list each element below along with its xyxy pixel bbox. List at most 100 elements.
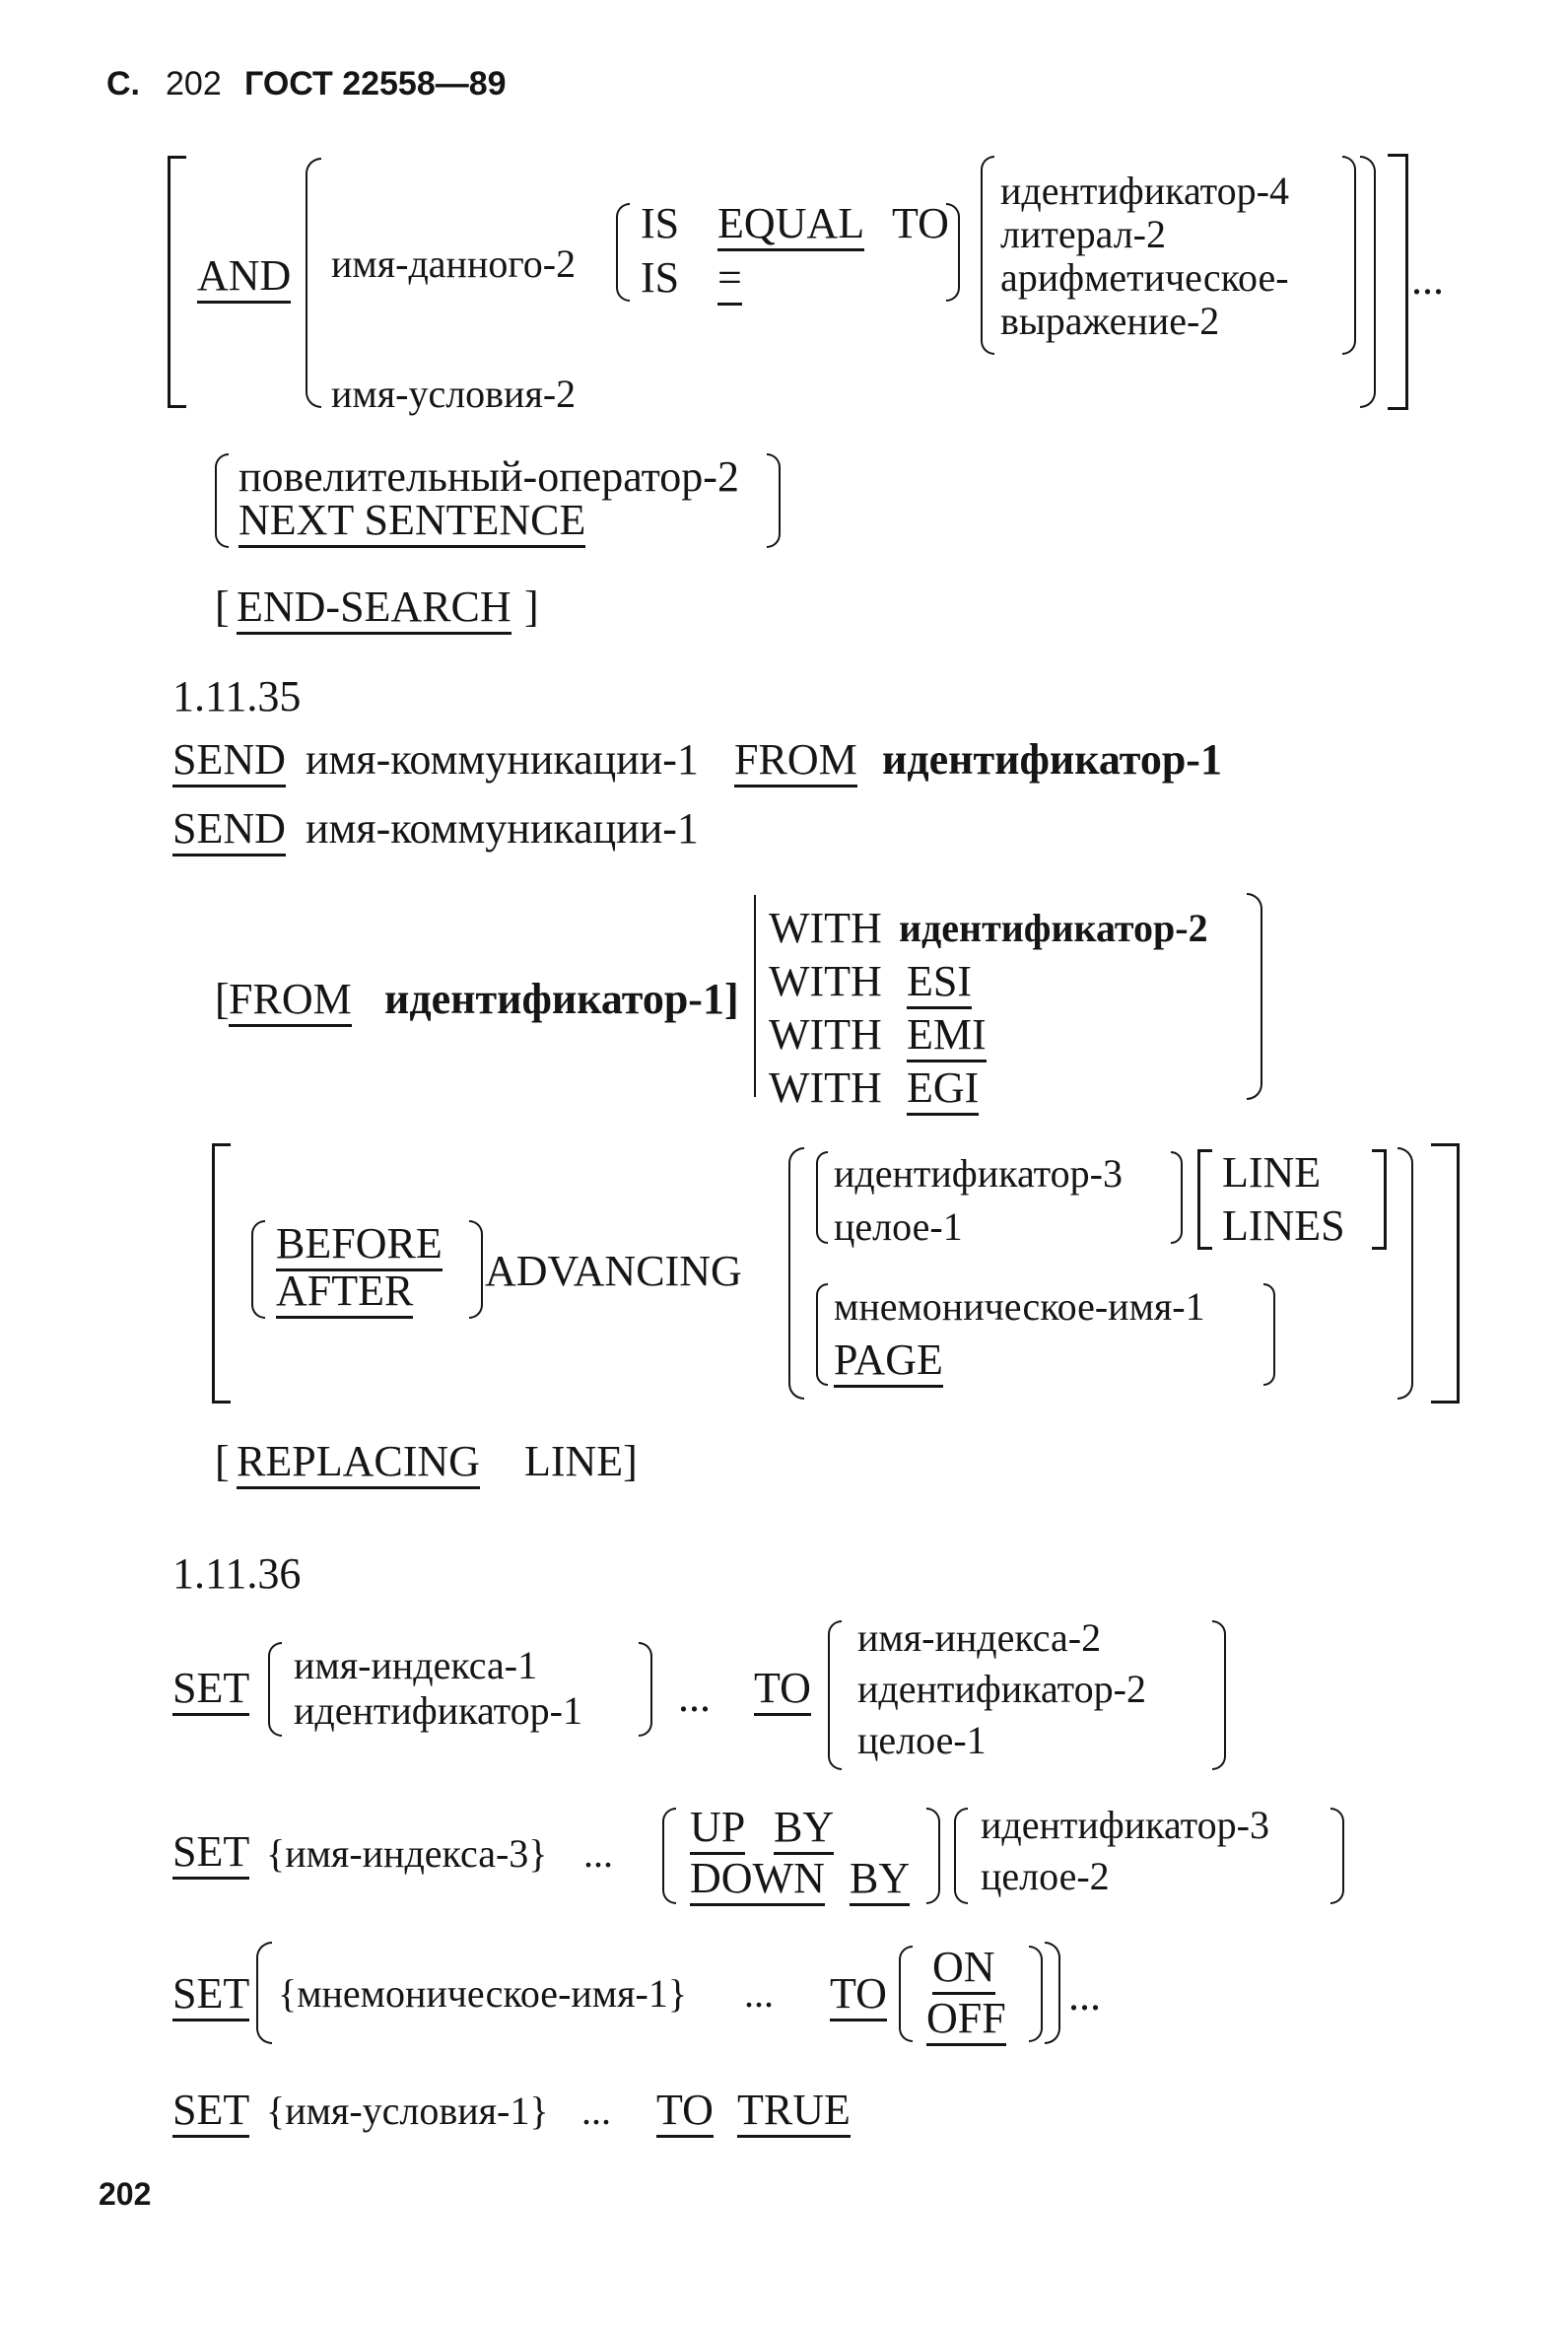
by-keyword-2: BY: [850, 1857, 911, 1906]
set-keyword-1: SET: [172, 1667, 250, 1716]
with-argument: идентификатор-2: [899, 906, 1208, 950]
integer-2: целое-2: [981, 1854, 1110, 1898]
set1-right-open-brace: [828, 1620, 842, 1770]
is-keyword: IS: [641, 199, 680, 247]
mnemonic-name-1: мнемоническое-имя-1: [834, 1284, 1205, 1329]
mnemonic-open-brace: [816, 1283, 828, 1386]
condition-name-2: имя-условия-2: [331, 372, 577, 416]
operand-close-brace: [1342, 156, 1356, 355]
set2-ellipsis: ...: [583, 1831, 613, 1876]
advancing-keyword: ADVANCING: [485, 1247, 742, 1295]
and-clause-open-bracket: [168, 156, 186, 408]
send-keyword: SEND: [172, 738, 286, 788]
replacing-keyword: REPLACING: [237, 1440, 480, 1489]
by-keyword: BY: [774, 1806, 835, 1855]
set1-integer-1: целое-1: [857, 1718, 987, 1762]
with-keyword: WITH: [769, 1010, 882, 1059]
integer-1: целое-1: [834, 1204, 963, 1249]
index-name-3: {имя-индекса-3}: [266, 1831, 548, 1876]
on-off-open-brace: [899, 1946, 913, 2042]
with-argument: EMI: [907, 1013, 987, 1062]
and-clause-open-brace: [306, 158, 321, 408]
on-keyword: ON: [932, 1946, 995, 1995]
identifier-1: идентификатор-1: [882, 735, 1222, 784]
operand-option-3: арифметическое-: [1000, 255, 1289, 300]
set1-ellipsis: ...: [678, 1673, 711, 1721]
communication-name-1: имя-коммуникации-1: [306, 735, 699, 784]
set3-close-brace: [1045, 1942, 1060, 2044]
from-keyword-2: FROM: [229, 978, 352, 1027]
replacing-line-keyword: LINE]: [524, 1437, 638, 1485]
with-group-close-brace: [1247, 893, 1262, 1100]
after-keyword: AFTER: [276, 1269, 414, 1319]
set1-to-keyword: TO: [754, 1667, 811, 1716]
operand-open-brace: [981, 156, 994, 355]
set-keyword-3: SET: [172, 1972, 250, 2021]
up-down-close-brace: [926, 1808, 940, 1904]
off-keyword: OFF: [926, 1997, 1006, 2046]
line-lines-open-bracket: [1197, 1149, 1212, 1250]
up-down-open-brace: [662, 1808, 676, 1904]
advancing-close-bracket: [1431, 1143, 1460, 1404]
before-after-close-brace: [469, 1220, 483, 1319]
set1-identifier-2: идентификатор-2: [857, 1667, 1146, 1711]
set4-ellipsis: ...: [581, 2089, 611, 2133]
with-group-left-line: [754, 895, 756, 1097]
replacing-open-bracket: [: [215, 1437, 230, 1485]
advancing-open-bracket: [212, 1143, 231, 1404]
header-prefix: С.: [106, 65, 140, 103]
relation-close-brace: [946, 203, 960, 302]
header-page: 202: [166, 65, 222, 103]
before-keyword: BEFORE: [276, 1222, 443, 1271]
page-keyword: PAGE: [834, 1338, 943, 1388]
section-number-1-11-36: 1.11.36: [172, 1549, 302, 1598]
and-clause-close-brace: [1360, 156, 1376, 408]
end-search-close-bracket: ]: [524, 582, 539, 631]
line-lines-close-bracket: [1372, 1149, 1387, 1250]
with-argument: EGI: [907, 1066, 980, 1116]
end-search-open-bracket: [: [215, 582, 230, 631]
section-number-1-11-35: 1.11.35: [172, 672, 302, 720]
lines-operand-open-brace: [816, 1151, 828, 1244]
imperative-statement-2: повелительный-оператор-2: [239, 452, 739, 501]
operand-option-1: идентификатор-4: [1000, 169, 1289, 213]
with-keyword: WITH: [769, 1063, 882, 1112]
next-sentence-keyword: NEXT SENTENCE: [239, 499, 586, 548]
mnemonic-name-set: {мнемоническое-имя-1}: [278, 1971, 688, 2016]
and-clause-ellipsis: ...: [1411, 255, 1444, 304]
set-keyword-4: SET: [172, 2089, 250, 2138]
up-keyword: UP: [690, 1806, 746, 1855]
operand-option-4: выражение-2: [1000, 299, 1220, 343]
line-keyword: LINE: [1222, 1148, 1322, 1197]
with-keyword: WITH: [769, 957, 882, 1005]
set2-operand-open-brace: [954, 1808, 968, 1904]
from-clause-open-bracket: [: [215, 975, 230, 1023]
from-keyword: FROM: [734, 738, 857, 788]
end-search-keyword: END-SEARCH: [237, 585, 511, 635]
lines-operand-close-brace: [1171, 1151, 1183, 1244]
set2-operand-close-brace: [1330, 1808, 1344, 1904]
mnemonic-close-brace: [1263, 1283, 1275, 1386]
footer-page-number: 202: [99, 2176, 152, 2212]
communication-name-1-b: имя-коммуникации-1: [306, 804, 699, 853]
to-keyword: TO: [892, 199, 949, 247]
advancing-close-brace: [1398, 1147, 1413, 1400]
send-keyword-2: SEND: [172, 807, 286, 856]
down-keyword: DOWN: [690, 1857, 825, 1906]
action-close-brace: [767, 453, 781, 548]
set1-identifier-1: идентификатор-1: [294, 1688, 582, 1733]
index-name-2: имя-индекса-2: [857, 1615, 1102, 1660]
set3-open-brace: [256, 1942, 272, 2044]
true-keyword: TRUE: [737, 2089, 851, 2138]
and-clause-close-bracket: [1388, 154, 1408, 410]
equal-keyword: EQUAL: [717, 202, 865, 251]
set1-left-open-brace: [268, 1642, 282, 1737]
action-open-brace: [215, 453, 229, 548]
set3-trailing-ellipsis: ...: [1068, 1971, 1101, 2020]
with-keyword: WITH: [769, 904, 882, 952]
before-after-open-brace: [251, 1220, 265, 1319]
data-name-2: имя-данного-2: [331, 241, 577, 286]
is-keyword-alt: IS: [641, 253, 680, 302]
set1-right-close-brace: [1212, 1620, 1226, 1770]
advancing-open-brace: [788, 1147, 804, 1400]
